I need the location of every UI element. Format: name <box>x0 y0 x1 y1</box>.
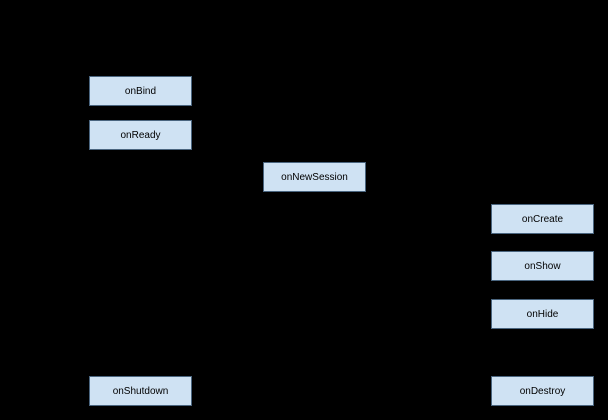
node-ondestroy: onDestroy <box>491 376 594 406</box>
node-oncreate: onCreate <box>491 204 594 234</box>
node-onbind: onBind <box>89 76 192 106</box>
node-onshow: onShow <box>491 251 594 281</box>
node-onnewsession: onNewSession <box>263 162 366 192</box>
node-onready: onReady <box>89 120 192 150</box>
node-onhide: onHide <box>491 299 594 329</box>
node-onshutdown: onShutdown <box>89 376 192 406</box>
